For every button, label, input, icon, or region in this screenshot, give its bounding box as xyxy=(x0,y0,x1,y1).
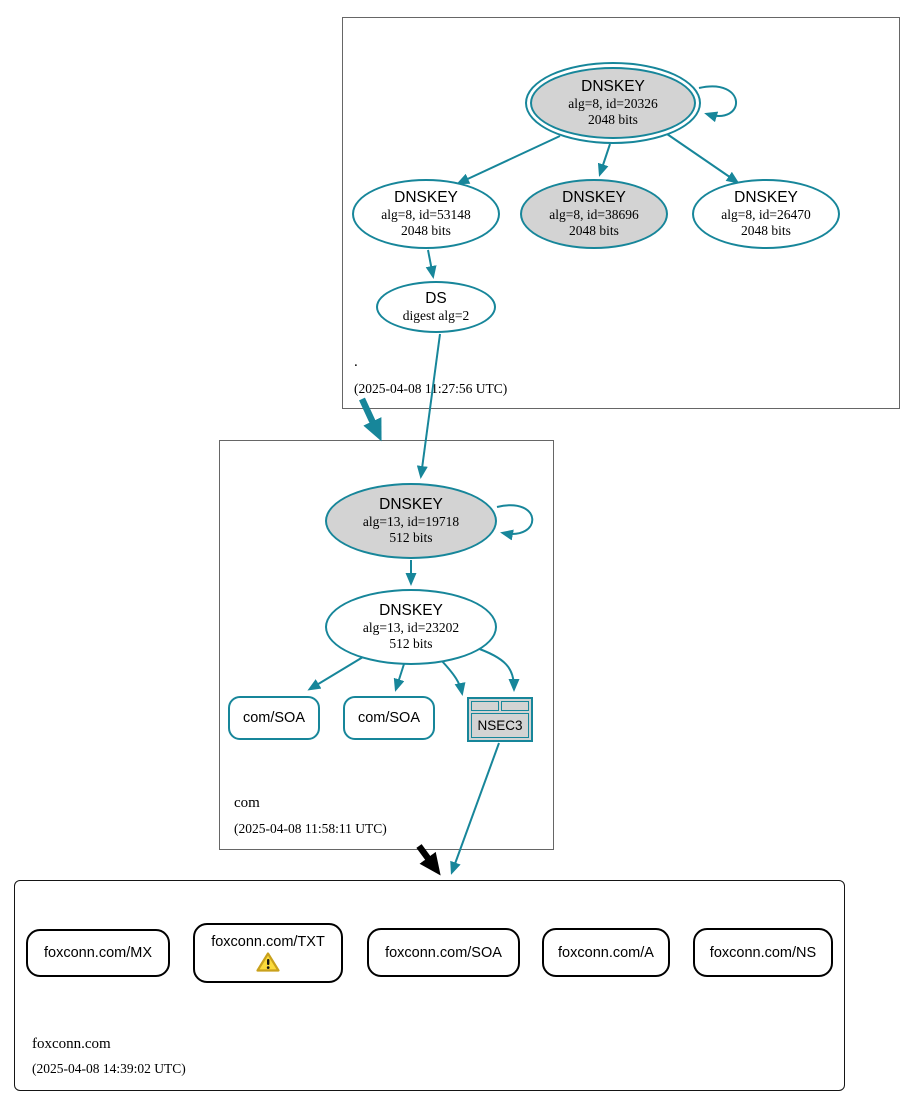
node-bits: 2048 bits xyxy=(588,111,638,127)
dnskey-node-19718[interactable]: DNSKEY alg=13, id=19718 512 bits xyxy=(325,483,497,559)
zone-box-com xyxy=(219,440,554,850)
rrset-label: foxconn.com/NS xyxy=(709,944,817,961)
zone-timestamp-root: (2025-04-08 11:27:56 UTC) xyxy=(354,381,508,396)
node-detail: alg=8, id=20326 xyxy=(568,95,658,111)
node-detail: digest alg=2 xyxy=(402,307,470,323)
edge-nsec3-to-foxconn xyxy=(450,742,500,875)
edge-com-zsk-to-nsec3-right xyxy=(473,646,520,692)
edge-delegation-root-to-com xyxy=(359,397,382,442)
rrset-label: com/SOA xyxy=(357,710,421,726)
nsec3-cell-right xyxy=(501,701,529,711)
node-detail: alg=13, id=19718 xyxy=(362,513,460,529)
node-detail: alg=8, id=38696 xyxy=(549,206,639,222)
node-bits: 512 bits xyxy=(389,635,433,651)
dnskey-node-23202[interactable]: DNSKEY alg=13, id=23202 512 bits xyxy=(325,589,497,665)
node-bits: 2048 bits xyxy=(401,222,451,238)
rrset-label: foxconn.com/A xyxy=(558,944,654,961)
warning-icon xyxy=(256,951,280,972)
node-bits: 2048 bits xyxy=(569,222,619,238)
nsec3-cell-left xyxy=(471,701,499,711)
node-title: DNSKEY xyxy=(581,78,645,96)
zone-timestamp-com: (2025-04-08 11:58:11 UTC) xyxy=(234,821,387,836)
node-title: DNSKEY xyxy=(734,189,798,207)
node-bits: 512 bits xyxy=(389,529,433,545)
edge-zsk1-to-ds xyxy=(425,249,437,279)
rrset-foxconn-ns[interactable]: foxconn.com/NS xyxy=(693,928,833,977)
edge-ds-to-com-ksk xyxy=(416,333,441,479)
dnskey-node-53148[interactable]: DNSKEY alg=8, id=53148 2048 bits xyxy=(352,179,500,249)
edge-com-zsk-to-soa1 xyxy=(307,656,364,691)
zone-name-root: . xyxy=(354,354,358,370)
edge-root-ksk-to-zsk3 xyxy=(666,133,740,184)
ds-node[interactable]: DS digest alg=2 xyxy=(376,281,496,333)
edge-root-ksk-to-zsk1 xyxy=(456,135,561,185)
dnskey-node-root-ksk[interactable]: DNSKEY alg=8, id=20326 2048 bits xyxy=(525,62,701,144)
dnskey-node-26470[interactable]: DNSKEY alg=8, id=26470 2048 bits xyxy=(692,179,840,249)
rrset-com-soa-1[interactable]: com/SOA xyxy=(228,696,320,740)
rrset-com-soa-2[interactable]: com/SOA xyxy=(343,696,435,740)
node-title: DNSKEY xyxy=(562,189,626,207)
rrset-label: foxconn.com/SOA xyxy=(385,944,502,961)
zone-timestamp-foxconn: (2025-04-08 14:39:02 UTC) xyxy=(32,1061,186,1076)
nsec3-header-row xyxy=(471,701,529,711)
edge-com-zsk-to-nsec3-left xyxy=(440,659,466,696)
node-detail: alg=8, id=26470 xyxy=(721,206,811,222)
edge-root-ksk-selfloop xyxy=(698,85,737,123)
rrset-label: foxconn.com/MX xyxy=(44,945,152,961)
dnskey-node-38696[interactable]: DNSKEY alg=8, id=38696 2048 bits xyxy=(520,179,668,249)
zone-box-root xyxy=(342,17,900,409)
nsec3-node[interactable]: NSEC3 xyxy=(467,697,533,742)
node-title: DNSKEY xyxy=(379,602,443,620)
rrset-foxconn-soa[interactable]: foxconn.com/SOA xyxy=(367,928,520,977)
node-detail: alg=8, id=53148 xyxy=(381,206,471,222)
rrset-foxconn-mx[interactable]: foxconn.com/MX xyxy=(26,929,170,977)
rrset-foxconn-txt[interactable]: foxconn.com/TXT xyxy=(193,923,343,983)
edge-com-ksk-selfloop xyxy=(496,504,534,541)
rrset-label: com/SOA xyxy=(242,710,306,726)
dnskey-node-root-ksk-inner: DNSKEY alg=8, id=20326 2048 bits xyxy=(530,67,696,139)
edge-com-zsk-to-soa2 xyxy=(393,663,405,692)
node-title: DNSKEY xyxy=(379,496,443,514)
node-bits: 2048 bits xyxy=(741,222,791,238)
zone-name-com: com xyxy=(234,795,260,811)
rrset-label: foxconn.com/TXT xyxy=(211,933,325,950)
edge-root-ksk-to-zsk2 xyxy=(597,143,611,177)
zone-box-foxconn xyxy=(14,880,845,1091)
edge-delegation-com-to-foxconn xyxy=(416,844,441,876)
rrset-foxconn-a[interactable]: foxconn.com/A xyxy=(542,928,670,977)
node-detail: alg=13, id=23202 xyxy=(362,619,460,635)
node-title: DNSKEY xyxy=(394,189,458,207)
node-title: DS xyxy=(425,290,447,308)
nsec3-label: NSEC3 xyxy=(471,713,529,738)
zone-name-foxconn: foxconn.com xyxy=(32,1036,111,1052)
